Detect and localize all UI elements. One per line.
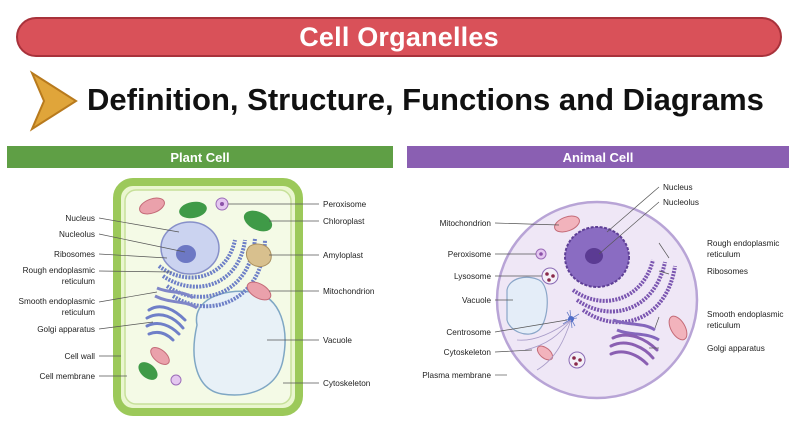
animal-label-ribosomes: Ribosomes	[707, 267, 748, 276]
plant-label-amyloplast: Amyloplast	[323, 251, 364, 260]
animal-label-smooth-er-2: reticulum	[707, 321, 740, 330]
title-banner: Cell Organelles	[16, 17, 782, 57]
animal-label-peroxisome: Peroxisome	[448, 250, 492, 259]
plant-label-ribosomes: Ribosomes	[54, 250, 95, 259]
page-title: Cell Organelles	[299, 21, 499, 52]
animal-rough-er	[571, 259, 677, 325]
animal-label-plasma-membrane: Plasma membrane	[422, 371, 491, 380]
plant-golgi	[145, 305, 187, 342]
plant-amyloplast	[245, 243, 272, 267]
animal-centrosome	[562, 309, 580, 329]
animal-mitochondrion	[536, 215, 688, 361]
plant-cell-header-label: Plant Cell	[170, 149, 230, 165]
plant-label-cytoskeleton: Cytoskeleton	[323, 379, 371, 388]
plant-nucleolus	[176, 245, 196, 263]
animal-lysosome	[541, 267, 586, 369]
animal-label-centrosome: Centrosome	[446, 328, 491, 337]
plant-label-rough-er-1: Rough endoplasmic	[23, 266, 95, 275]
plant-leader-lines-left	[98, 217, 186, 377]
animal-cell-header: Animal Cell	[407, 146, 789, 168]
animal-nucleolus	[585, 248, 603, 264]
animal-label-mitochondrion: Mitochondrion	[440, 219, 492, 228]
plant-leader-lines-right	[228, 203, 319, 384]
plant-vacuole	[193, 290, 286, 396]
arrow-right-icon	[29, 70, 78, 132]
animal-cell-diagram: Mitochondrion Peroxisome Lysosome Vacuol…	[407, 170, 789, 419]
animal-vacuole	[506, 276, 548, 335]
plant-label-rough-er-2: reticulum	[62, 277, 95, 286]
page-subtitle: Definition, Structure, Functions and Dia…	[87, 82, 764, 117]
animal-label-cytoskeleton: Cytoskeleton	[444, 348, 492, 357]
plant-label-cell-wall: Cell wall	[65, 352, 96, 361]
plant-cell-header: Plant Cell	[7, 146, 393, 168]
plant-label-smooth-er-2: reticulum	[62, 308, 95, 317]
plant-label-peroxisome: Peroxisome	[323, 200, 367, 209]
plant-label-smooth-er-1: Smooth endoplasmic	[19, 297, 95, 306]
plant-label-nucleolus: Nucleolus	[59, 230, 95, 239]
plant-label-nucleus: Nucleus	[65, 214, 95, 223]
animal-leader-lines-right	[598, 186, 670, 349]
animal-label-nucleolus: Nucleolus	[663, 198, 699, 207]
plant-label-mitochondrion: Mitochondrion	[323, 287, 375, 296]
plant-mitochondrion	[139, 197, 272, 365]
animal-label-vacuole: Vacuole	[462, 296, 491, 305]
animal-label-golgi: Golgi apparatus	[707, 344, 765, 353]
plant-cell-diagram: Nucleus Nucleolus Ribosomes Rough endopl…	[7, 170, 393, 419]
animal-golgi	[609, 333, 659, 366]
plant-label-golgi: Golgi apparatus	[37, 325, 95, 334]
plant-label-vacuole: Vacuole	[323, 336, 352, 345]
animal-label-rough-er-1: Rough endoplasmic	[707, 239, 779, 248]
animal-cytoskeleton	[516, 319, 572, 371]
animal-label-lysosome: Lysosome	[454, 272, 491, 281]
animal-smooth-er	[612, 318, 660, 342]
plant-label-chloroplast: Chloroplast	[323, 217, 365, 226]
animal-label-smooth-er-1: Smooth endoplasmic	[707, 310, 783, 319]
subtitle-row: Definition, Structure, Functions and Dia…	[26, 70, 786, 132]
animal-cell-header-label: Animal Cell	[562, 149, 634, 165]
plant-smooth-er	[154, 286, 198, 310]
animal-leader-lines-left	[494, 222, 568, 376]
plant-chloroplast	[138, 201, 273, 380]
animal-label-rough-er-2: reticulum	[707, 250, 740, 259]
animal-label-nucleus: Nucleus	[663, 183, 693, 192]
plant-label-cell-membrane: Cell membrane	[39, 372, 95, 381]
